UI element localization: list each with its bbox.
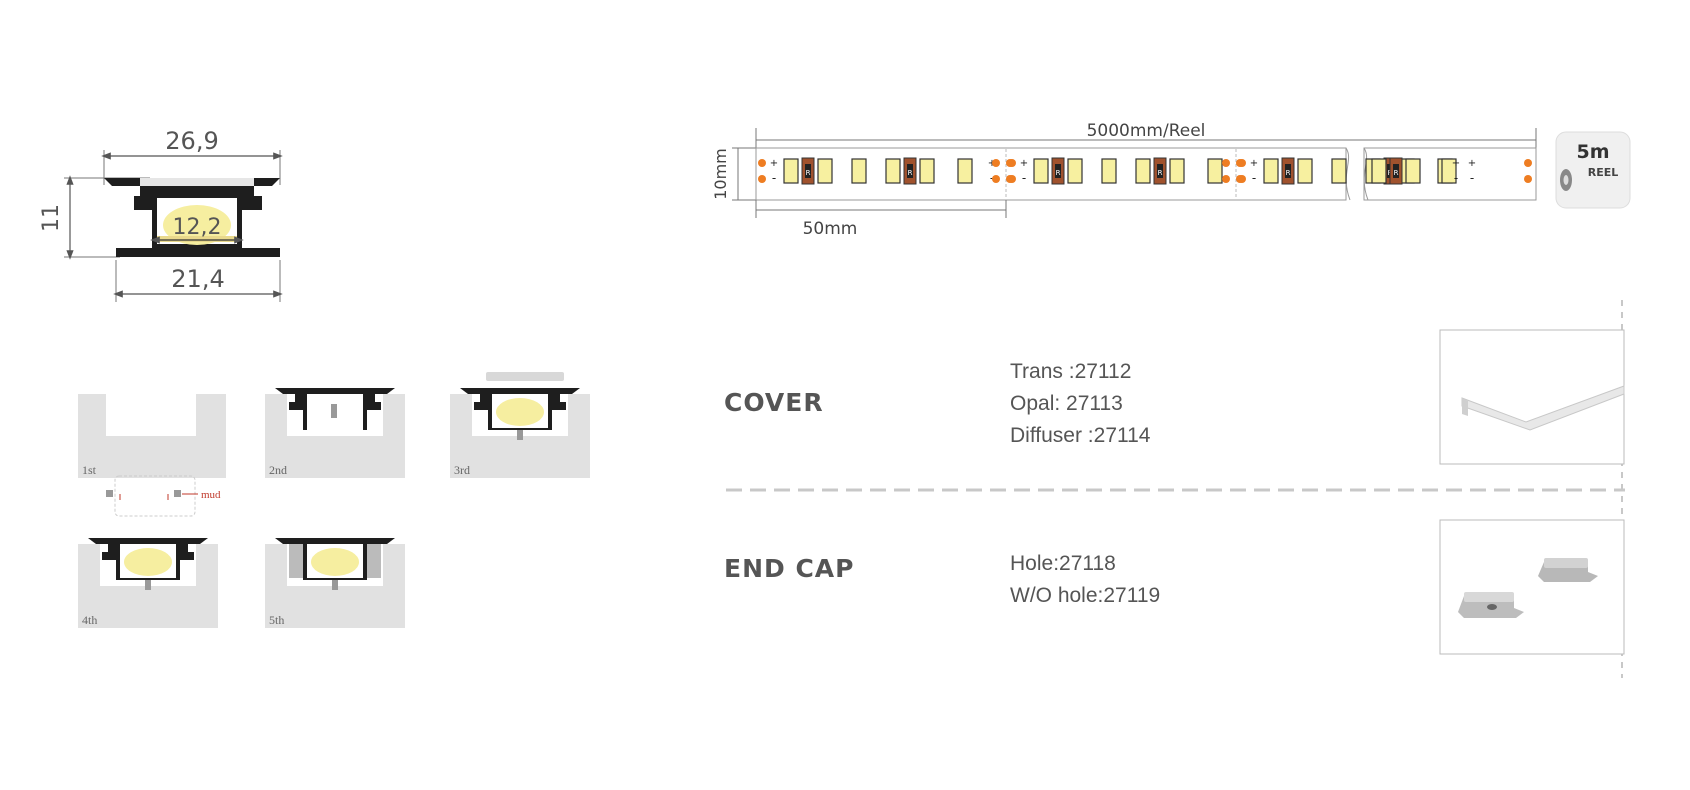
solder-pad — [1222, 175, 1230, 183]
step-3-label: 3rd — [454, 463, 470, 477]
solder-pad — [758, 175, 766, 183]
solder-pad — [758, 159, 766, 167]
polarity-mark: - — [1252, 171, 1256, 185]
led-chip — [1405, 158, 1421, 184]
end-cap-item: Hole:27118 — [1010, 552, 1116, 575]
polarity-mark: - — [1470, 171, 1474, 185]
led-chip — [1331, 158, 1347, 184]
led-chip — [1297, 158, 1313, 184]
end-cap-item: W/O hole:27119 — [1010, 584, 1161, 607]
accessories-panel — [726, 300, 1625, 678]
height-label: 11 — [40, 204, 64, 232]
led-chip — [1169, 158, 1185, 184]
cover-item: Trans :27112 — [1010, 360, 1132, 383]
polarity-mark: - — [1454, 171, 1458, 185]
reel-length-label: 5m — [1576, 141, 1609, 163]
led-chip — [885, 158, 901, 184]
polarity-mark: + — [1452, 158, 1460, 169]
strip-width-label: 10mm — [711, 148, 730, 200]
led-chip — [1371, 158, 1387, 184]
bottom-width-label: 21,4 — [171, 265, 224, 293]
step-3: 3rd — [450, 372, 590, 478]
segment-label: 50mm — [803, 219, 858, 239]
cover-image — [1439, 329, 1625, 465]
light-glow — [163, 205, 231, 245]
installation-steps: 1st 2nd 3rd mud 4th — [78, 372, 590, 628]
top-width-label: 26,9 — [165, 127, 218, 155]
step-5-label: 5th — [269, 613, 284, 627]
reel-label: REEL — [1588, 166, 1619, 179]
led-chip — [919, 158, 935, 184]
strip-components: +-RR+-+-RR+-+-RR+-R+- — [758, 149, 1532, 199]
cover-title: COVER — [724, 388, 824, 417]
led-chip — [817, 158, 833, 184]
resistor-mark: R — [1394, 169, 1399, 177]
step-1: 1st — [78, 394, 226, 478]
end-cap-title: END CAP — [724, 554, 855, 583]
polarity-mark: + — [770, 158, 778, 169]
inner-width-label: 12,2 — [173, 215, 222, 240]
led-chip — [957, 158, 973, 184]
polarity-mark: + — [1468, 158, 1476, 169]
solder-pad — [1524, 175, 1532, 183]
polarity-mark: - — [1022, 171, 1026, 185]
solder-pad — [1006, 159, 1014, 167]
led-strip-diagram: 5000mm/Reel 10mm +-RR+-+-RR+-+-RR+-R+- 5… — [711, 121, 1631, 239]
solder-pad — [1006, 175, 1014, 183]
cover-item: Diffuser :27114 — [1010, 424, 1151, 447]
solder-pad — [992, 159, 1000, 167]
step-4-note: mud — [201, 489, 221, 501]
solder-pad — [1236, 175, 1244, 183]
resistor-mark: R — [908, 169, 913, 177]
led-chip — [1067, 158, 1083, 184]
end-cap-image — [1439, 519, 1625, 655]
step-1-label: 1st — [82, 463, 97, 477]
profile-cross-section: 26,9 11 12,2 21,4 — [40, 127, 283, 302]
step-5: 5th — [265, 538, 405, 628]
led-chip — [1441, 158, 1457, 184]
led-chip — [783, 158, 799, 184]
solder-pad — [992, 175, 1000, 183]
cover-lens — [140, 178, 254, 186]
polarity-mark: - — [772, 171, 776, 185]
step-2-label: 2nd — [269, 463, 287, 477]
resistor-mark: R — [1158, 169, 1163, 177]
polarity-mark: - — [990, 171, 994, 185]
step-4: mud 4th — [78, 475, 221, 628]
resistor-mark: R — [1056, 169, 1061, 177]
solder-pad — [1222, 159, 1230, 167]
polarity-mark: + — [1020, 158, 1028, 169]
strip-body — [755, 147, 1347, 201]
cover-item: Opal: 27113 — [1010, 392, 1123, 415]
resistor-mark: R — [1286, 169, 1291, 177]
led-chip — [1263, 158, 1279, 184]
led-chip — [1207, 158, 1223, 184]
resistor-mark: R — [806, 169, 811, 177]
led-chip — [1135, 158, 1151, 184]
reel-icon: 5m REEL — [1555, 131, 1631, 209]
led-chip — [1033, 158, 1049, 184]
solder-pad — [1524, 159, 1532, 167]
solder-pad — [1236, 159, 1244, 167]
led-chip — [851, 158, 867, 184]
polarity-mark: + — [988, 158, 996, 169]
step-2: 2nd — [265, 388, 405, 478]
strip-length-label: 5000mm/Reel — [1087, 121, 1206, 141]
polarity-mark: + — [1250, 158, 1258, 169]
led-chip — [1101, 158, 1117, 184]
step-4-label: 4th — [82, 613, 97, 627]
